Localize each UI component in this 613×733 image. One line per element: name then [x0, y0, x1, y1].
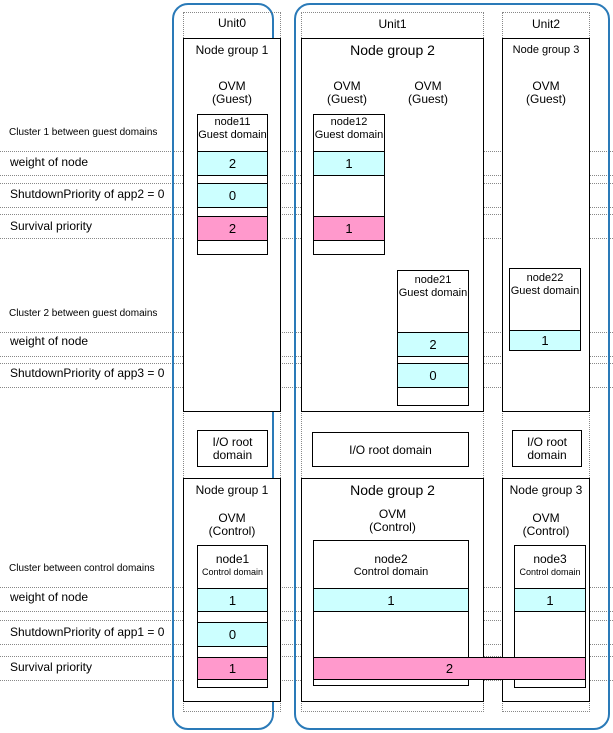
ovm-text: OVM: [378, 507, 407, 521]
ovm-guest-text: (Guest): [326, 92, 367, 106]
ovm-control-label-ng2: OVM (Control): [301, 508, 484, 534]
node21-shutdown-priority: 0: [397, 363, 469, 388]
node1-header: node1 Control domain: [197, 553, 268, 579]
io-root-line2: domain: [212, 447, 253, 462]
ovm-control-text: (Control): [522, 524, 570, 538]
survival-label-2: Survival priority: [10, 660, 93, 674]
node2-header: node2 Control domain: [313, 553, 469, 579]
io-root-line1: I/O root: [526, 434, 567, 449]
node12-name: node12: [330, 116, 368, 128]
unit2-label: Unit2: [531, 17, 560, 31]
node21-name: node21: [414, 274, 452, 286]
node2-node3-survival-priority: 2: [313, 657, 586, 680]
ovm-text: OVM: [218, 79, 246, 93]
node11-weight: 2: [197, 151, 268, 176]
ovm-text: OVM: [532, 511, 560, 525]
node-group-3-guest-title: Node group 3: [512, 44, 580, 56]
node22-weight: 1: [509, 330, 581, 351]
weight-label-2: weight of node: [10, 334, 89, 348]
ovm-guest-text: (Guest): [211, 92, 252, 106]
node22-type: Guest domain: [510, 285, 580, 297]
node-group-1-control-title: Node group 1: [195, 483, 269, 497]
ovm-control-label-ng1: OVM (Control): [183, 512, 281, 538]
io-root-line2: domain: [527, 447, 567, 462]
node1-type: Control domain: [201, 567, 264, 577]
ovm-control-label-ng3: OVM (Control): [502, 512, 590, 538]
unit0-label: Unit0: [217, 16, 246, 30]
shutdown-app2-label: ShutdownPriority of app2 = 0: [10, 187, 165, 201]
node12-weight: 1: [313, 151, 385, 176]
unit1-label: Unit1: [378, 17, 407, 31]
node-group-2-control-title: Node group 2: [350, 482, 435, 498]
node11-survival-priority: 2: [197, 216, 268, 241]
cluster1-label: Cluster 1 between guest domains: [9, 127, 158, 138]
node21-type: Guest domain: [398, 287, 468, 299]
ovm-guest-label-ng2b: OVM (Guest): [393, 80, 463, 106]
node1-name: node1: [215, 552, 250, 566]
node11-type: Guest domain: [198, 129, 267, 141]
node1-shutdown-priority: 0: [197, 622, 268, 647]
ovm-control-text: (Control): [208, 524, 256, 538]
ovm-control-text: (Control): [369, 520, 416, 534]
node11-shutdown-priority: 0: [197, 183, 268, 208]
cluster-control-label: Cluster between control domains: [9, 563, 155, 574]
cluster2-label: Cluster 2 between guest domains: [9, 308, 158, 319]
node-group-2-guest-title: Node group 2: [350, 42, 435, 58]
node1-survival-priority: 1: [197, 657, 268, 680]
node12-header: node12 Guest domain: [313, 116, 385, 142]
io-root-domain-unit0: I/O root domain: [197, 430, 268, 467]
ovm-text: OVM: [414, 79, 442, 93]
shutdown-app3-label: ShutdownPriority of app3 = 0: [10, 366, 165, 380]
node3-weight: 1: [514, 588, 586, 612]
weight-label-1: weight of node: [10, 155, 89, 169]
node-group-3-control-title: Node group 3: [509, 483, 583, 497]
node3-type: Control domain: [519, 567, 581, 577]
ovm-guest-label-ng2a: OVM (Guest): [312, 80, 382, 106]
io-root-line1: I/O root: [212, 434, 253, 449]
node12-type: Guest domain: [314, 129, 384, 141]
node21-header: node21 Guest domain: [397, 274, 469, 300]
ovm-text: OVM: [218, 511, 246, 525]
node21-weight: 2: [397, 332, 469, 357]
ovm-guest-text: (Guest): [407, 92, 448, 106]
survival-label-1: Survival priority: [10, 219, 93, 233]
node3-name: node3: [533, 552, 567, 566]
node2-type: Control domain: [353, 566, 429, 578]
shutdown-app1-label: ShutdownPriority of app1 = 0: [10, 625, 165, 639]
ovm-text: OVM: [532, 79, 560, 93]
node11-header: node11 Guest domain: [197, 116, 268, 142]
node2-weight: 1: [313, 588, 469, 612]
ovm-guest-text: (Guest): [525, 92, 566, 106]
node2-name: node2: [374, 552, 408, 566]
node22-name: node22: [526, 272, 564, 284]
unit1-container: [294, 3, 610, 730]
io-root-domain-unit1: I/O root domain: [312, 432, 469, 467]
node22-header: node22 Guest domain: [509, 272, 581, 298]
ovm-guest-label-ng1: OVM (Guest): [183, 80, 281, 106]
node3-header: node3 Control domain: [514, 553, 586, 579]
node12-survival-priority: 1: [313, 216, 385, 241]
ovm-text: OVM: [333, 79, 361, 93]
node1-weight: 1: [197, 588, 268, 612]
ovm-guest-label-ng3: OVM (Guest): [502, 80, 590, 106]
node-group-1-guest-title: Node group 1: [195, 43, 269, 57]
node11-name: node11: [214, 116, 251, 128]
io-root-domain-unit2: I/O root domain: [512, 430, 582, 467]
weight-label-3: weight of node: [10, 590, 89, 604]
